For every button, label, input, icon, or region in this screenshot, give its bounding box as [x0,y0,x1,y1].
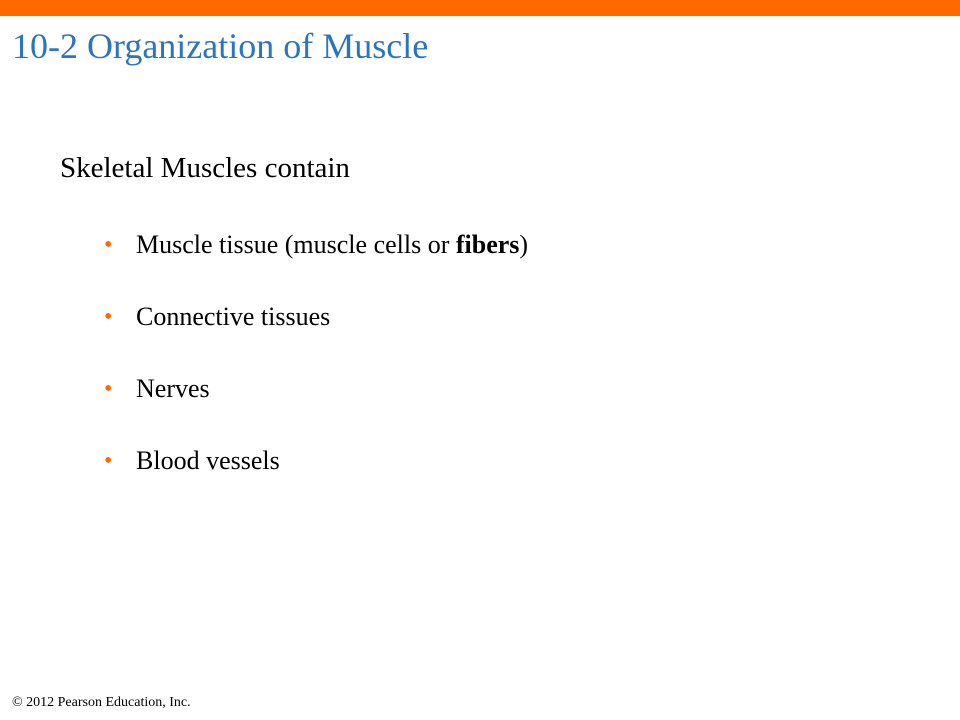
bullet-text-bold: fibers [455,230,520,259]
bullet-text-post: ) [519,230,529,259]
bullet-text: Blood vessels [136,446,280,475]
copyright-footer: © 2012 Pearson Education, Inc. [12,695,191,710]
bullet-dot-icon: • [104,232,113,258]
bullet-text: Connective tissues [136,302,331,331]
bullet-text: Muscle tissue (muscle cells or fibers) [136,225,528,265]
bullet-dot-icon: • [104,304,113,330]
bullet-dot-icon: • [104,448,113,474]
bullet-text-pre: Muscle tissue (muscle cells or [136,230,456,259]
top-accent-bar [0,0,960,16]
bullet-dot-icon: • [104,376,113,402]
slide-title: 10-2 Organization of Muscle [12,26,429,66]
bullet-text: Nerves [136,374,210,403]
lead-text: Skeletal Muscles contain [60,152,350,184]
